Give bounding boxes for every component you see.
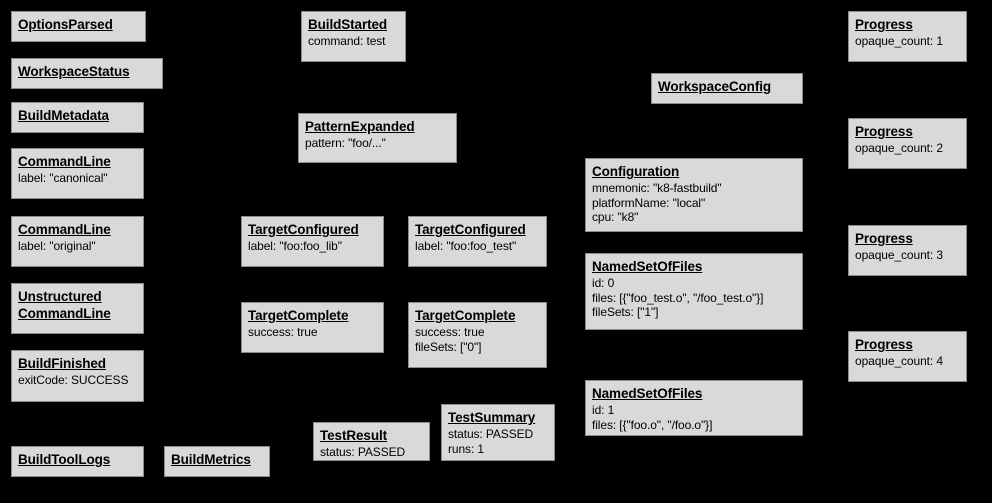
node-field: mnemonic: "k8-fastbuild" <box>592 181 722 195</box>
node-fields: exitCode: SUCCESS <box>18 373 137 388</box>
node-build-started[interactable]: BuildStarted command: test <box>301 11 406 62</box>
node-field: status: PASSED <box>448 427 534 441</box>
node-field: command: test <box>308 34 386 48</box>
node-fields: success: true <box>248 325 377 340</box>
node-field: pattern: "foo/..." <box>305 136 386 150</box>
node-title: TargetConfigured <box>248 222 359 237</box>
node-title: BuildMetadata <box>18 108 109 123</box>
node-target-complete-lib[interactable]: TargetComplete success: true <box>241 302 384 353</box>
node-title: NamedSetOfFiles <box>592 259 703 274</box>
node-fields: mnemonic: "k8-fastbuild"platformName: "l… <box>592 181 796 225</box>
node-build-tool-logs[interactable]: BuildToolLogs <box>11 446 144 477</box>
node-test-result[interactable]: TestResult status: PASSED <box>313 422 430 461</box>
node-progress-4[interactable]: Progress opaque_count: 4 <box>848 331 967 382</box>
node-target-configured-test[interactable]: TargetConfigured label: "foo:foo_test" <box>408 216 547 267</box>
node-title: CommandLine <box>18 222 111 237</box>
node-fields: label: "original" <box>18 239 137 254</box>
node-build-metadata[interactable]: BuildMetadata <box>11 102 144 133</box>
node-field: label: "foo:foo_lib" <box>248 239 342 253</box>
node-progress-1[interactable]: Progress opaque_count: 1 <box>848 11 967 62</box>
node-configuration[interactable]: Configuration mnemonic: "k8-fastbuild"pla… <box>585 158 803 232</box>
node-field: status: PASSED <box>320 445 406 459</box>
node-field: opaque_count: 4 <box>855 354 943 368</box>
node-title: PatternExpanded <box>305 119 415 134</box>
node-field: files: [{"foo_test.o", "/foo_test.o"}] <box>592 290 764 305</box>
node-fields: label: "canonical" <box>18 171 137 186</box>
node-fields: label: "foo:foo_lib" <box>248 239 377 254</box>
node-title: TargetComplete <box>248 308 349 323</box>
node-workspace-status[interactable]: WorkspaceStatus <box>11 58 163 89</box>
node-field: cpu: "k8" <box>592 210 639 224</box>
node-unstructured-cmdline[interactable]: Unstructured CommandLine <box>11 283 144 334</box>
node-command-line-original[interactable]: CommandLine label: "original" <box>11 216 144 267</box>
node-fields: pattern: "foo/..." <box>305 136 450 151</box>
node-title: WorkspaceStatus <box>18 64 130 79</box>
node-progress-2[interactable]: Progress opaque_count: 2 <box>848 118 967 169</box>
node-title: TestResult <box>320 428 388 443</box>
node-title: BuildMetrics <box>171 452 251 467</box>
node-pattern-expanded[interactable]: PatternExpanded pattern: "foo/..." <box>298 113 457 163</box>
node-build-metrics[interactable]: BuildMetrics <box>164 446 270 477</box>
node-title: NamedSetOfFiles <box>592 386 703 401</box>
node-field: label: "foo:foo_test" <box>415 239 517 253</box>
node-title: TargetComplete <box>415 308 516 323</box>
node-field: success: true <box>415 325 485 339</box>
node-field: opaque_count: 2 <box>855 141 943 155</box>
node-field: id: 0 <box>592 276 615 290</box>
node-field: files: [{"foo.o", "/foo.o"}] <box>592 417 713 432</box>
node-fields: opaque_count: 4 <box>855 354 960 369</box>
node-workspace-config[interactable]: WorkspaceConfig <box>651 73 803 104</box>
node-field: label: "original" <box>18 239 96 253</box>
node-field: runs: 1 <box>448 441 484 456</box>
node-title: Progress <box>855 17 913 32</box>
node-title: Configuration <box>592 164 680 179</box>
node-title: BuildStarted <box>308 17 388 32</box>
node-title: BuildFinished <box>18 356 106 371</box>
node-fields: opaque_count: 3 <box>855 248 960 263</box>
node-command-line-canonical[interactable]: CommandLine label: "canonical" <box>11 148 144 199</box>
node-title: TestSummary <box>448 410 536 425</box>
node-title: TargetConfigured <box>415 222 526 237</box>
node-fields: opaque_count: 1 <box>855 34 960 49</box>
node-options-parsed[interactable]: OptionsParsed <box>11 11 146 42</box>
node-field: fileSets: ["0"] <box>415 339 482 354</box>
node-target-configured-lib[interactable]: TargetConfigured label: "foo:foo_lib" <box>241 216 384 267</box>
node-title: WorkspaceConfig <box>658 79 772 94</box>
node-build-finished[interactable]: BuildFinished exitCode: SUCCESS <box>11 350 144 402</box>
node-field: id: 1 <box>592 403 615 417</box>
node-field: success: true <box>248 325 318 339</box>
node-fields: command: test <box>308 34 399 49</box>
node-title: Progress <box>855 337 913 352</box>
node-progress-3[interactable]: Progress opaque_count: 3 <box>848 225 967 276</box>
node-field: opaque_count: 1 <box>855 34 943 48</box>
node-field: platformName: "local" <box>592 195 706 210</box>
node-field: opaque_count: 3 <box>855 248 943 262</box>
node-title: BuildToolLogs <box>18 452 111 467</box>
node-field: exitCode: SUCCESS <box>18 373 129 387</box>
node-field: label: "canonical" <box>18 171 108 185</box>
node-title: OptionsParsed <box>18 17 113 32</box>
node-field: fileSets: ["1"] <box>592 305 659 319</box>
node-title: CommandLine <box>18 154 111 169</box>
node-fields: opaque_count: 2 <box>855 141 960 156</box>
node-title: Unstructured CommandLine <box>18 289 111 321</box>
node-fields: label: "foo:foo_test" <box>415 239 540 254</box>
node-fields: status: PASSED <box>320 445 423 460</box>
node-title: Progress <box>855 124 913 139</box>
node-title: Progress <box>855 231 913 246</box>
